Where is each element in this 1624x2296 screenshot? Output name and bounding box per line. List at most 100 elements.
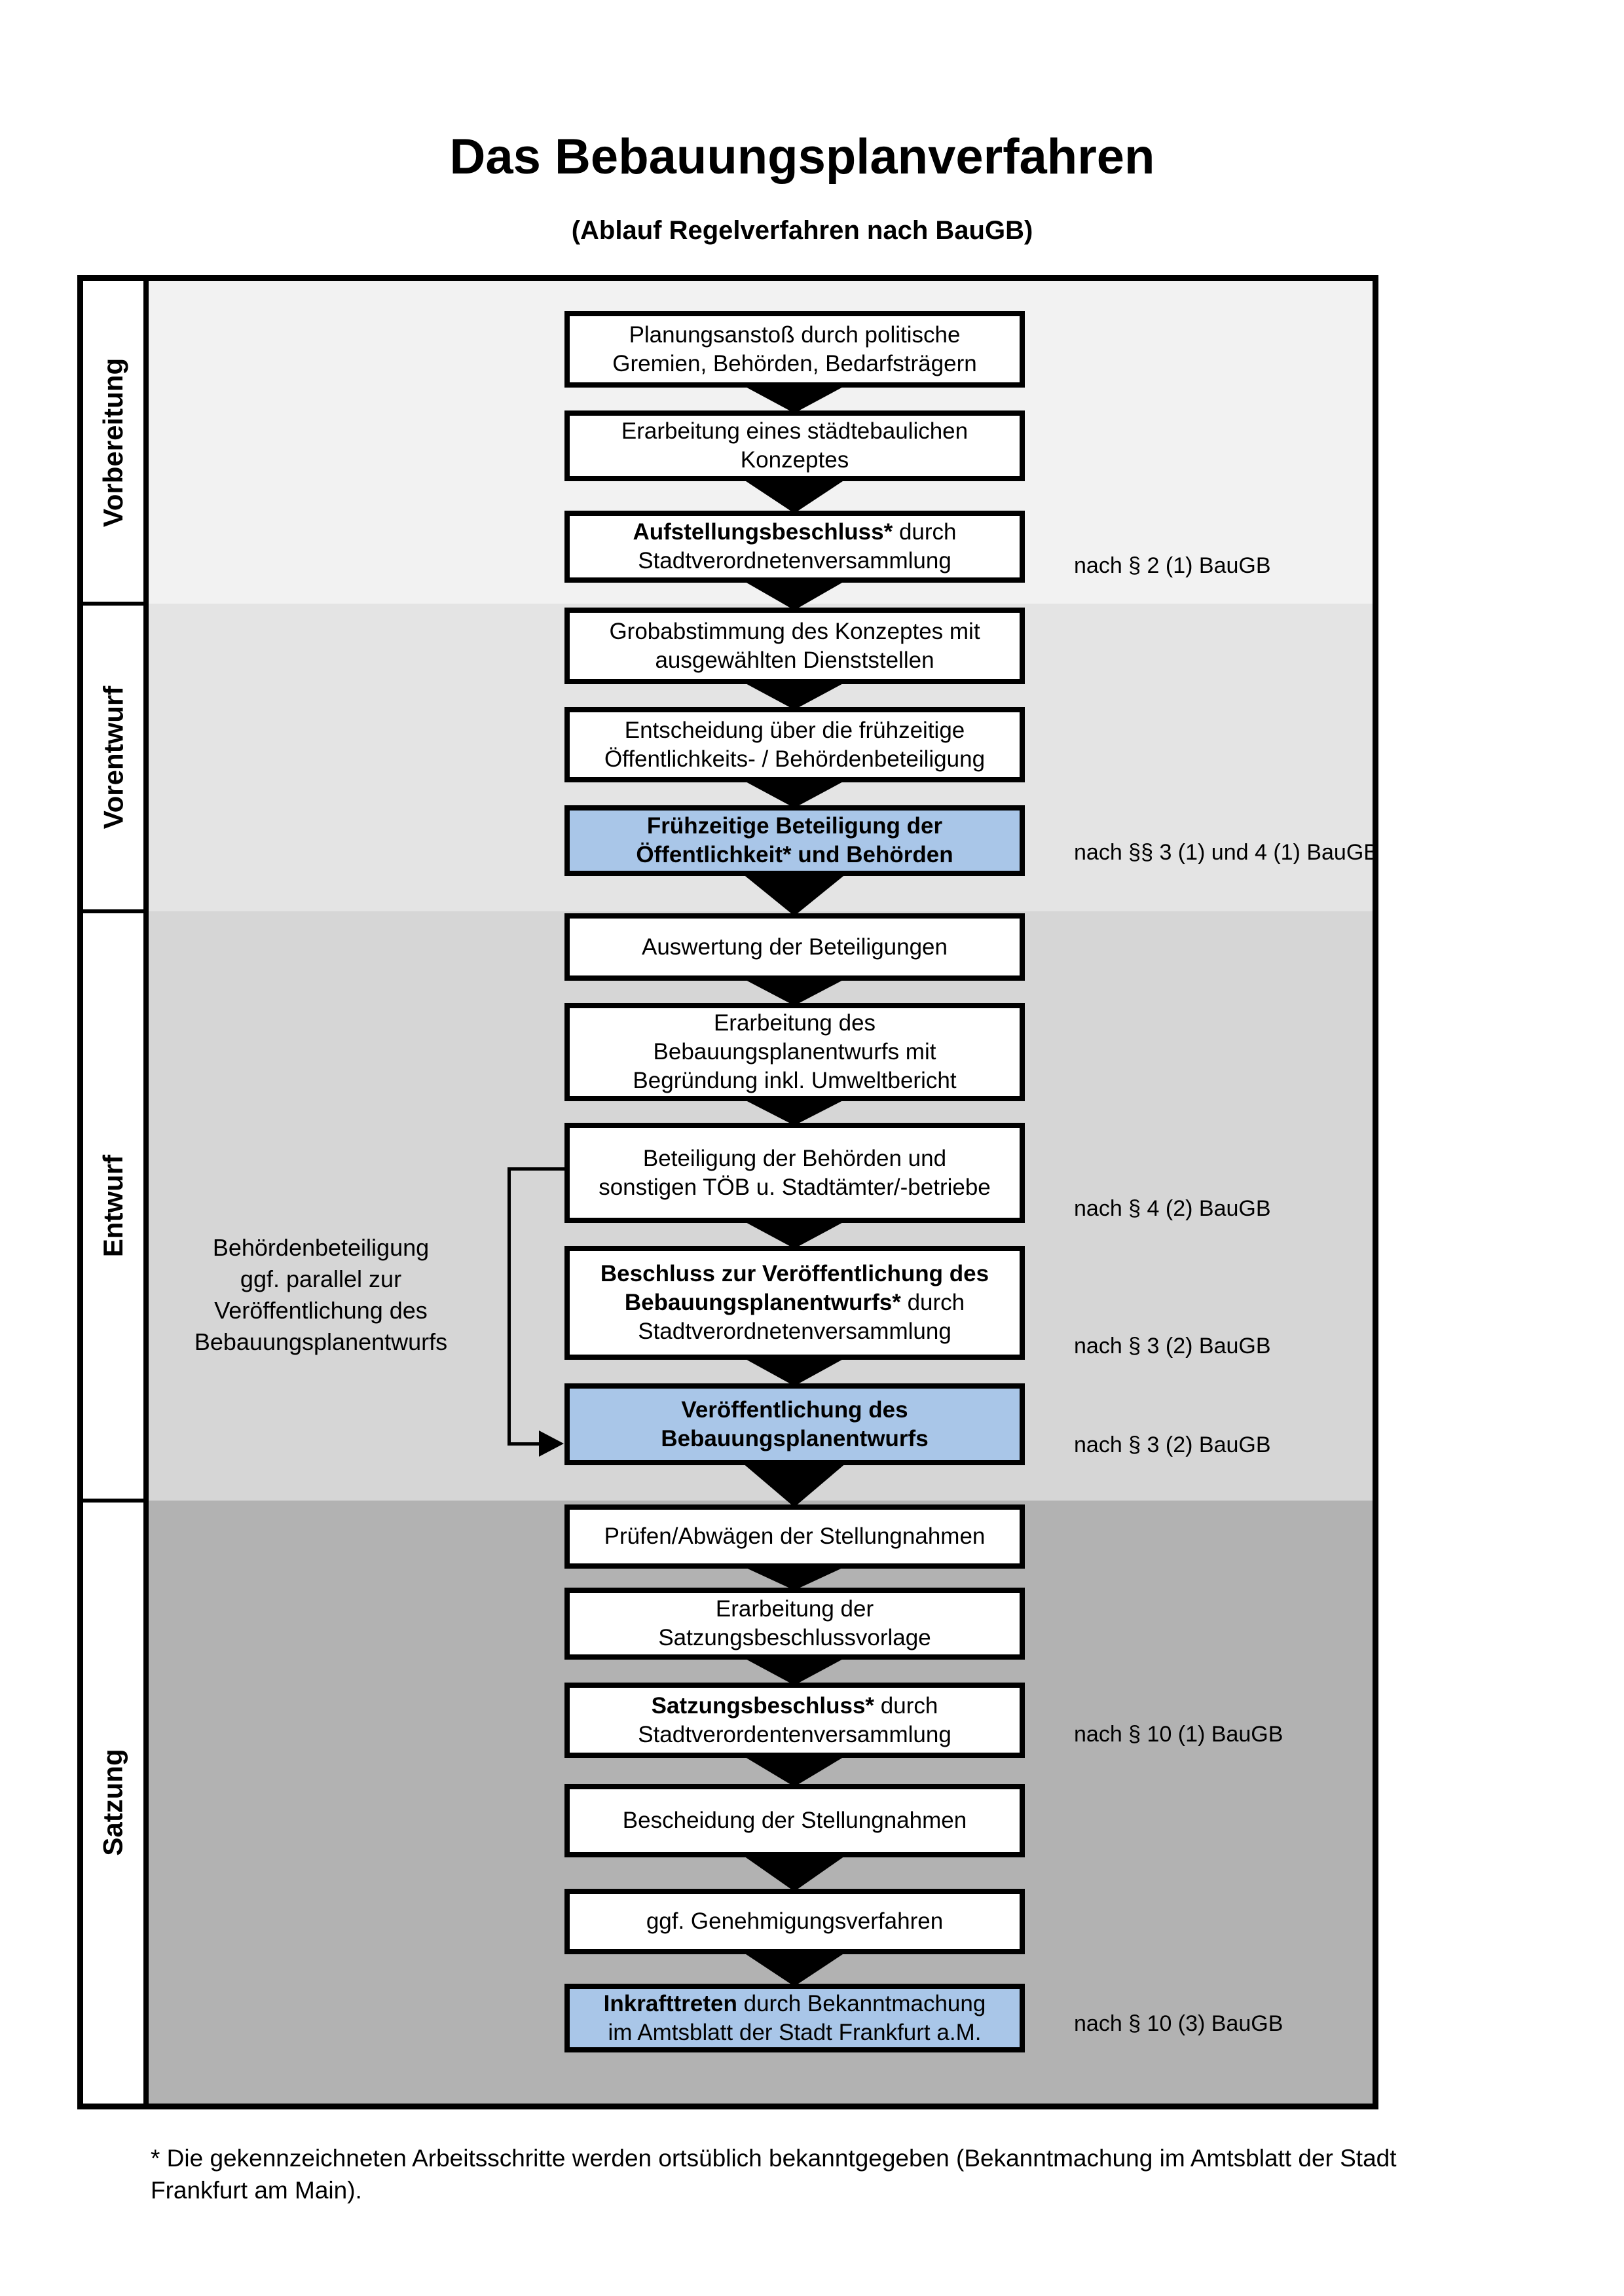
flow-step-text-segment: durch [874,1692,938,1719]
page-title: Das Bebauungsplanverfahren [449,129,1155,185]
flow-step-text-segment: Frühzeitige Beteiligung der [646,813,943,839]
down-arrow-icon [742,1952,847,1986]
label-column-divider [143,281,149,2104]
flow-step-text-segment: Erarbeitung des [713,1010,876,1036]
flow-step-text-segment: Satzungsbeschluss* [651,1692,875,1719]
flow-step-line: Bebauungsplanentwurfs mit [654,1038,936,1066]
flow-step-text-segment: Stadtverordnetenversammlung [638,548,951,574]
flow-step-text-segment: Satzungsbeschlussvorlage [658,1625,931,1650]
legal-reference: nach § 3 (2) BauGB [1074,1432,1271,1457]
flow-step-text-segment: Erarbeitung eines städtebaulichen [621,418,969,444]
down-arrow-icon [742,479,847,513]
flow-step-line: Aufstellungsbeschluss* durch [633,518,956,547]
flow-step-text-segment: Inkrafttreten [603,1990,737,2016]
flow-step-line: Bebauungsplanentwurfs [661,1425,928,1453]
down-arrow-icon [742,1099,847,1125]
down-arrow-icon [742,580,847,610]
down-arrow-icon [742,1566,847,1590]
down-arrow-icon [742,1463,847,1507]
right-arrow-icon [539,1430,564,1457]
flow-step-line: ggf. Genehmigungsverfahren [646,1907,943,1936]
side-note-line: Bebauungsplanentwurfs [194,1328,448,1355]
flow-step-line: Prüfen/Abwägen der Stellungnahmen [604,1522,986,1551]
down-arrow-icon [742,1220,847,1248]
down-arrow-icon [742,1357,847,1386]
flow-step-text-segment: Begründung inkl. Umweltbericht [633,1068,957,1093]
phase-label-vorbereitung: Vorbereitung [98,357,129,527]
parallel-connector-top-stub [507,1167,565,1171]
footnote: * Die gekennzeichneten Arbeitsschritte w… [151,2142,1532,2206]
down-arrow-icon [742,978,847,1006]
flow-step-text-segment: ausgewählten Dienststellen [655,647,934,673]
parallel-connector-vline [507,1167,511,1446]
down-arrow-icon [742,385,847,413]
flow-step-text-segment: Aufstellungsbeschluss* [633,519,893,545]
flow-step-line: Erarbeitung des [714,1009,876,1038]
footnote-line: * Die gekennzeichneten Arbeitsschritte w… [151,2145,1397,2172]
flow-step-line: Planungsanstoß durch politische [629,321,961,350]
flow-step-line: Beschluss zur Veröffentlichung des [600,1260,989,1288]
flow-step-grobabstimmung: Grobabstimmung des Konzeptes mit ausgewäh… [564,608,1025,684]
flow-step-line: Bescheidung der Stellungnahmen [623,1806,967,1835]
flow-step-text-segment: sonstigen TÖB u. Stadtämter/-betriebe [599,1174,991,1200]
legal-reference: nach § 2 (1) BauGB [1074,553,1271,578]
flow-step-line: Begründung inkl. Umweltbericht [633,1066,956,1095]
down-arrow-icon [742,1755,847,1787]
diagram-frame [77,275,1378,2109]
phase-label-cell-satzung: Satzung [83,1501,143,2104]
phase-label-entwurf: Entwurf [98,1154,128,1258]
footnote-line: Frankfurt am Main). [151,2177,362,2204]
flow-step-text-segment: Entscheidung über die frühzeitige [624,717,965,743]
flow-step-line: Stadtverordnetenversammlung [638,1317,951,1346]
flow-step-text-segment: Beteiligung der Behörden und [642,1145,947,1171]
flow-step-text-segment: Konzeptes [740,447,849,473]
flow-step-text-segment: ggf. Genehmigungsverfahren [646,1908,944,1934]
flow-step-line: Öffentlichkeit* und Behörden [636,841,953,869]
flow-step-text-segment: Öffentlichkeit* und Behörden [636,842,953,867]
flow-step-text-segment: Veröffentlichung des [681,1396,908,1423]
flow-step-auswertung-beteiligungen: Auswertung der Beteiligungen [564,913,1025,981]
flow-step-line: Entscheidung über die frühzeitige [625,716,965,745]
flow-step-pruefen-abwaegen-stellungnahmen: Prüfen/Abwägen der Stellungnahmen [564,1504,1025,1569]
flow-step-text-segment: Grobabstimmung des Konzeptes mit [609,618,980,644]
flow-step-line: ausgewählten Dienststellen [655,646,934,675]
phase-label-cell-entwurf: Entwurf [83,911,143,1501]
flow-step-line: Satzungsbeschlussvorlage [658,1624,931,1652]
flow-step-line: im Amtsblatt der Stadt Frankfurt a.M. [608,2018,982,2047]
down-arrow-icon [742,682,847,710]
flow-step-line: Gremien, Behörden, Bedarfsträgern [612,350,976,378]
flow-step-line: Satzungsbeschluss* durch [652,1692,938,1721]
flow-step-line: Inkrafttreten durch Bekanntmachung [604,1990,986,2018]
down-arrow-icon [742,1657,847,1685]
flow-step-text-segment: durch [893,519,957,545]
flow-step-beteiligung-behoerden-toeb: Beteiligung der Behörden und sonstigen TÖ… [564,1123,1025,1223]
flow-step-line: Stadtverordnetenversammlung [638,547,951,575]
flow-step-text-segment: Bebauungsplanentwurfs mit [653,1039,936,1065]
flow-step-text-segment: Öffentlichkeits- / Behördenbeteiligung [604,746,986,772]
flow-step-text-segment: Bescheidung der Stellungnahmen [622,1808,967,1833]
phase-label-vorentwurf: Vorentwurf [98,685,128,829]
phase-label-cell-vorentwurf: Vorentwurf [83,604,143,911]
flow-step-line: Bebauungsplanentwurfs* durch [625,1288,965,1317]
flow-step-genehmigungsverfahren: ggf. Genehmigungsverfahren [564,1889,1025,1954]
flow-step-line: Grobabstimmung des Konzeptes mit [609,617,980,646]
flow-step-text-segment: Stadtverordnetenversammlung [638,1319,951,1344]
flow-step-text-segment: Stadtverordentenversammlung [638,1721,951,1747]
legal-reference: nach §§ 3 (1) und 4 (1) BauGB [1074,840,1378,865]
flow-step-line: Erarbeitung der [716,1595,874,1624]
down-arrow-icon [742,873,847,916]
flow-step-line: Veröffentlichung des [681,1396,908,1425]
phase-label-column [83,281,143,2104]
page-subtitle: (Ablauf Regelverfahren nach BauGB) [571,216,1033,245]
flow-step-text-segment: Bebauungsplanentwurfs* [624,1290,901,1315]
down-arrow-icon [742,780,847,808]
